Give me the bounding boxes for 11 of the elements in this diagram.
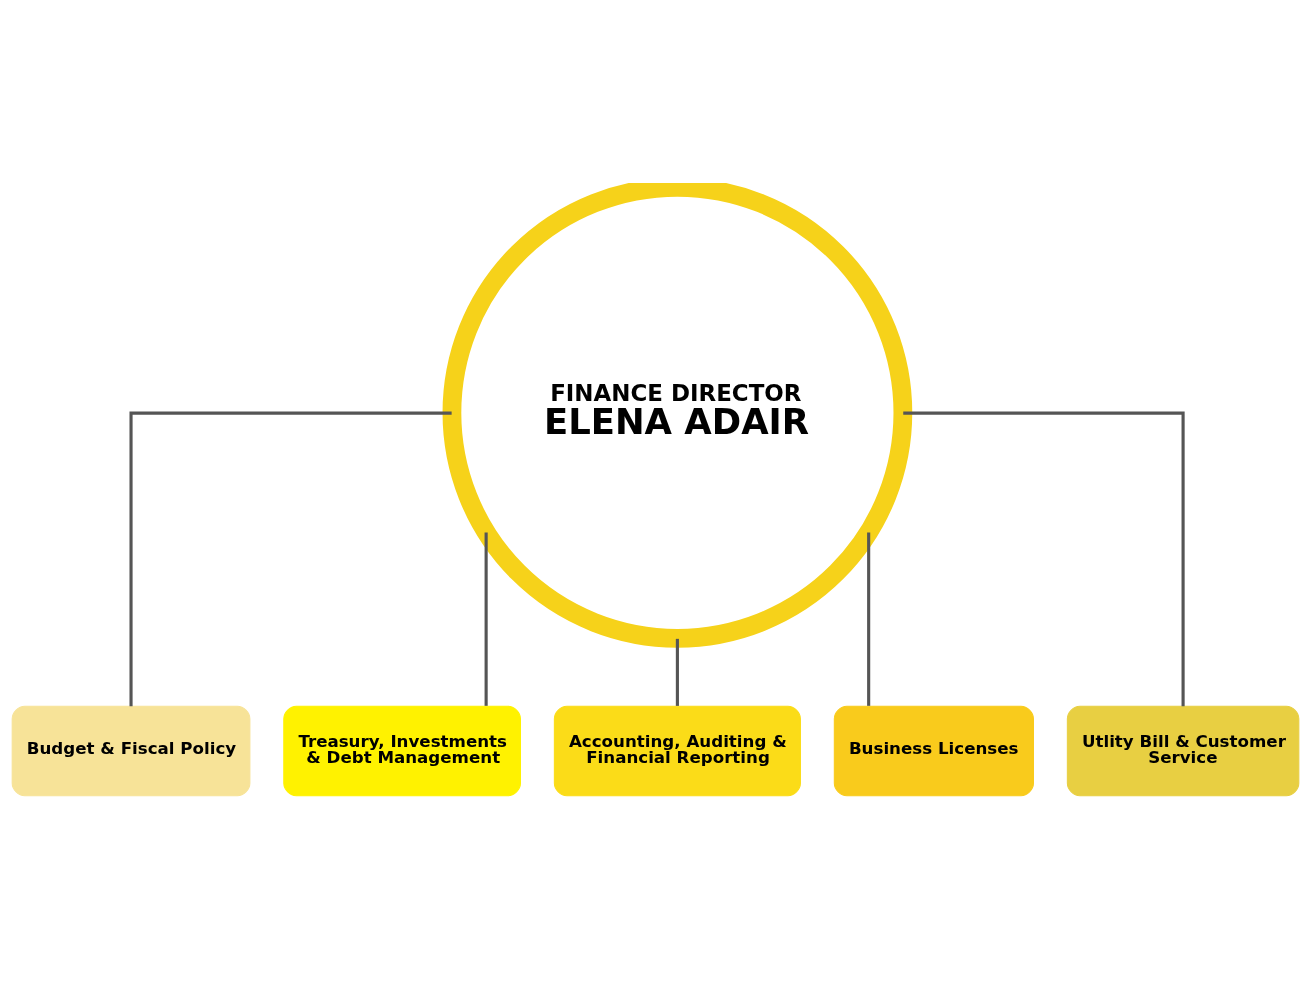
connector [484, 532, 488, 706]
node-box: Budget & Fiscal Policy [11, 705, 251, 796]
node-box: Business Licenses [833, 705, 1034, 796]
connector [129, 411, 452, 706]
node-box: Accounting, Auditing & Financial Reporting [553, 705, 801, 796]
connector [675, 638, 679, 706]
connector [867, 532, 871, 706]
node-box: Treasury, Investments & Debt Management [283, 705, 521, 796]
node-box: Utlity Bill & Customer Service [1066, 705, 1300, 796]
node-circle: FINANCE DIRECTOR ELENA ADAIR [442, 182, 913, 648]
connector [903, 411, 1185, 706]
